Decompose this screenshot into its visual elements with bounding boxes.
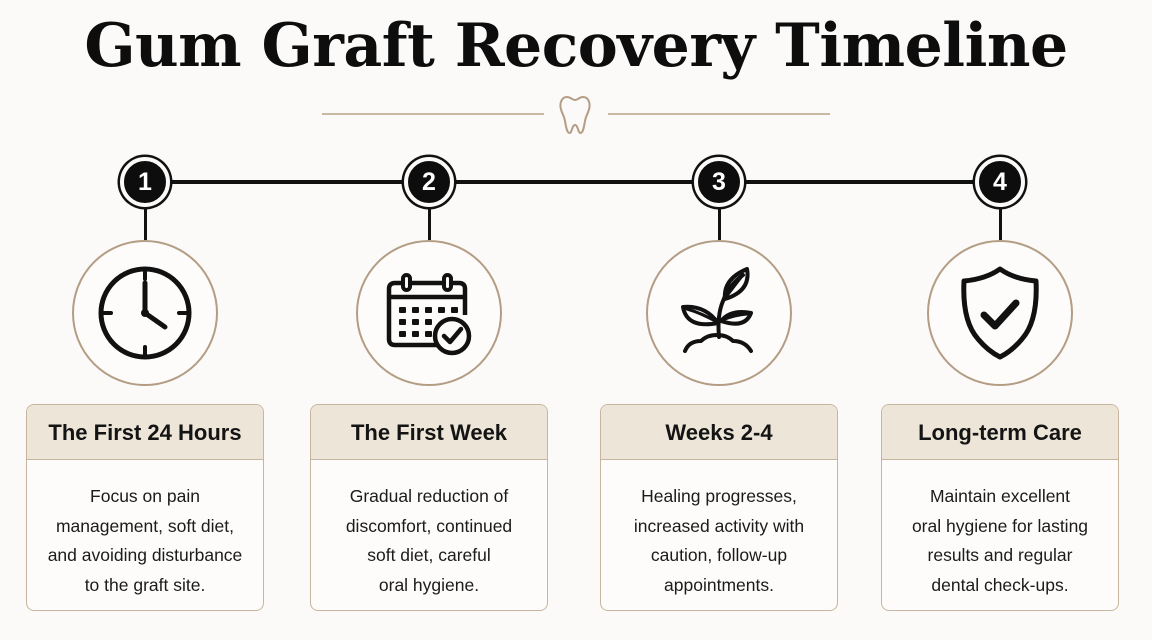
description-line: and avoiding disturbance bbox=[47, 545, 243, 565]
timeline-line bbox=[145, 180, 1000, 184]
step-card: Long-term Care Maintain excellent oral h… bbox=[881, 404, 1119, 611]
step-number-badge: 4 bbox=[975, 157, 1025, 207]
step-1: 1 The First 24 Hours Focus on pain manag… bbox=[26, 0, 264, 640]
step-description: Focus on pain management, soft diet, and… bbox=[27, 460, 263, 600]
tooth-icon bbox=[559, 96, 591, 134]
page-title: Gum Graft Recovery Timeline bbox=[84, 11, 1068, 81]
step-card: Weeks 2-4 Healing progresses, increased … bbox=[600, 404, 838, 611]
calendar-check-icon bbox=[386, 273, 472, 356]
step-description: Healing progresses, increased activity w… bbox=[601, 460, 837, 600]
icon-circle bbox=[356, 240, 502, 386]
description-line: oral hygiene. bbox=[378, 574, 480, 595]
step-card: The First Week Gradual reduction of disc… bbox=[310, 404, 548, 611]
description-line: soft diet, careful bbox=[367, 545, 491, 565]
description-line: Focus on pain bbox=[90, 486, 200, 506]
step-card: The First 24 Hours Focus on pain managem… bbox=[26, 404, 264, 611]
description-line: increased activity with bbox=[633, 515, 805, 536]
description-line: results and regular bbox=[927, 545, 1073, 565]
step-number-badge: 1 bbox=[120, 157, 170, 207]
description-line: Maintain excellent bbox=[929, 486, 1071, 506]
icon-circle bbox=[927, 240, 1073, 386]
step-number-badge: 2 bbox=[404, 157, 454, 207]
step-description: Gradual reduction of discomfort, continu… bbox=[311, 460, 547, 600]
title-divider-left bbox=[322, 113, 544, 115]
step-heading: Long-term Care bbox=[882, 405, 1118, 460]
description-line: appointments. bbox=[664, 574, 774, 595]
step-3: 3 Weeks 2-4 Healing progresses, increase… bbox=[600, 0, 838, 640]
step-connector bbox=[143, 207, 147, 240]
step-description: Maintain excellent oral hygiene for last… bbox=[882, 460, 1118, 600]
title-divider-right bbox=[608, 113, 830, 115]
description-line: dental check-ups. bbox=[931, 574, 1069, 595]
shield-check-icon bbox=[961, 266, 1039, 360]
description-line: management, soft diet, bbox=[55, 515, 235, 536]
description-line: Healing progresses, bbox=[641, 486, 797, 506]
step-connector bbox=[998, 207, 1002, 240]
description-line: discomfort, continued bbox=[345, 515, 513, 536]
step-4: 4 Long-term Care Maintain excellent oral… bbox=[881, 0, 1119, 640]
step-number-badge: 3 bbox=[694, 157, 744, 207]
icon-circle bbox=[646, 240, 792, 386]
description-line: oral hygiene for lasting bbox=[911, 515, 1089, 536]
step-2: 2 The First Week bbox=[310, 0, 548, 640]
step-connector bbox=[427, 207, 431, 240]
description-line: to the graft site. bbox=[84, 574, 206, 595]
sprout-icon bbox=[681, 267, 753, 353]
icon-circle bbox=[72, 240, 218, 386]
step-heading: Weeks 2-4 bbox=[601, 405, 837, 460]
step-heading: The First 24 Hours bbox=[27, 405, 263, 460]
description-line: Gradual reduction of bbox=[349, 486, 509, 506]
step-heading: The First Week bbox=[311, 405, 547, 460]
step-connector bbox=[717, 207, 721, 240]
description-line: caution, follow-up bbox=[650, 545, 788, 565]
clock-icon bbox=[98, 266, 192, 360]
